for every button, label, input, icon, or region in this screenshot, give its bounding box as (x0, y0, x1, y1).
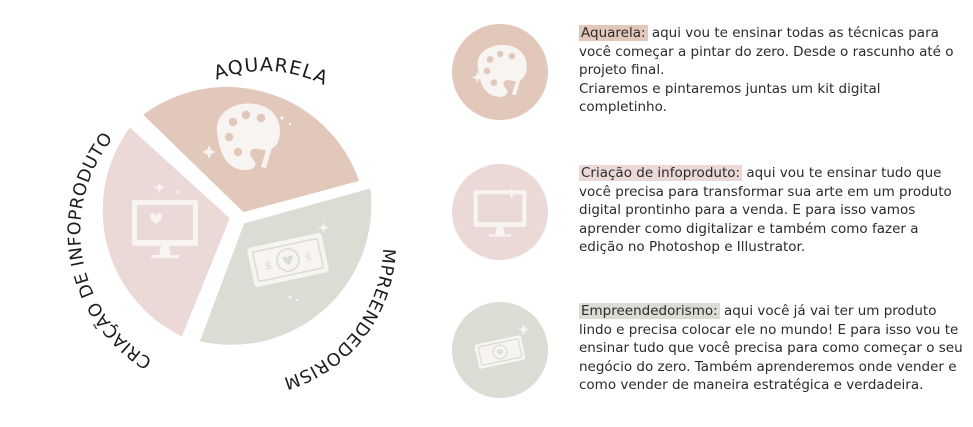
svg-text:$: $ (263, 259, 273, 273)
topic-text: aqui vou te ensinar todas as técnicas pa… (579, 25, 954, 78)
topic-description: Criação de infoproduto: aqui vou te ensi… (579, 164, 967, 257)
topic-text: aqui você já vai ter um produto lindo e … (579, 303, 963, 393)
palette-icon (472, 44, 527, 97)
topic-description: Empreendedorismo: aqui você já vai ter u… (579, 302, 967, 395)
topic-circle (452, 302, 548, 398)
topic-circle (452, 164, 548, 260)
sparkle-icon (288, 222, 329, 302)
topic-wheel-graphic: $ $ AQUARELA EMPREENDEDORISMO CRIAÇÃO DE… (0, 0, 398, 393)
topic-text: aqui vou te ensinar tudo que você precis… (579, 165, 952, 255)
topic-label: Criação de infoproduto: (579, 165, 743, 181)
monitor-icon (132, 200, 198, 258)
topic-label: Aquarela: (579, 25, 648, 41)
topic-text-extra: Criaremos e pintaremos juntas um kit dig… (579, 80, 881, 116)
topic-description: Aquarela: aqui vou te ensinar todas as t… (579, 24, 967, 117)
topic-label: Empreendedorismo: (579, 303, 720, 319)
money-bill-icon (474, 324, 529, 369)
money-bill-icon: $ $ (247, 233, 329, 287)
svg-text:$: $ (304, 250, 314, 264)
monitor-icon (473, 188, 527, 237)
ring-label-aquarela: AQUARELA (211, 54, 332, 90)
sparkle-icon (202, 116, 292, 159)
sparkle-icon (154, 182, 180, 194)
topic-wheel: $ $ AQUARELA EMPREENDEDORISMO CRIAÇÃO DE… (0, 0, 440, 427)
palette-icon (216, 103, 280, 171)
topic-circle (452, 24, 548, 120)
